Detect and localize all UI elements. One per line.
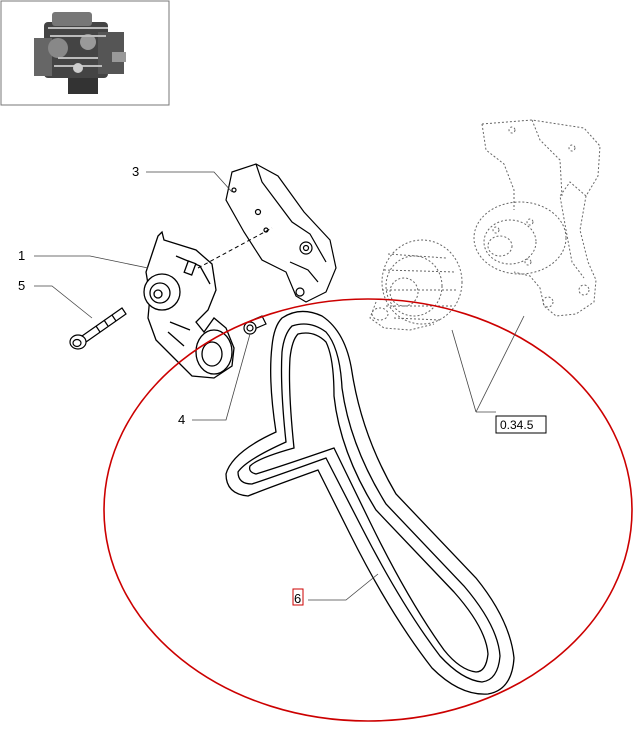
- engine-thumbnail-icon: [34, 12, 126, 94]
- bolt[interactable]: [69, 307, 127, 350]
- callout-6[interactable]: 6: [294, 591, 301, 606]
- reference-label-box: [495, 415, 547, 434]
- tensioner-bracket[interactable]: [225, 163, 337, 303]
- water-pump-housing-dashed: [369, 119, 601, 331]
- callout-4: 4: [178, 412, 185, 427]
- leader-lines: [34, 171, 525, 601]
- highlight-ellipse: [103, 298, 633, 722]
- callout-1: 1: [18, 248, 25, 263]
- belt-tensioner[interactable]: [143, 230, 235, 379]
- reference-label[interactable]: 0.34.5: [500, 418, 534, 432]
- callout-3: 3: [132, 164, 139, 179]
- alignment-line: [197, 227, 273, 269]
- callout-6-box: [292, 588, 304, 606]
- callout-5: 5: [18, 278, 25, 293]
- drive-belt[interactable]: [225, 310, 515, 695]
- thumbnail-panel[interactable]: [0, 0, 170, 106]
